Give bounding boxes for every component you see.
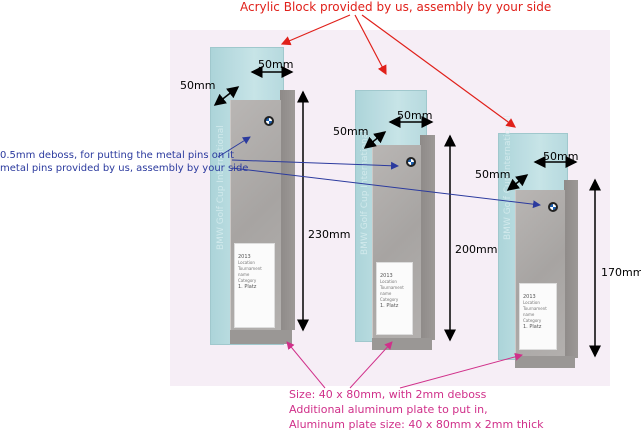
- acrylic-note: Acrylic Block provided by us, assembly b…: [240, 0, 552, 14]
- depth-label: 50mm: [475, 168, 511, 181]
- bmw-logo-icon: [548, 202, 558, 212]
- name-plate: 2013 Location Tournament name Category 1…: [519, 283, 557, 350]
- pink-arrows: [286, 341, 523, 389]
- dimension-arrows: [213, 66, 601, 358]
- red-arrows: [280, 14, 516, 128]
- height-label: 230mm: [308, 228, 351, 241]
- plate-line: Location: [380, 279, 397, 284]
- width-label: 50mm: [543, 150, 579, 163]
- metal-side: [564, 180, 578, 358]
- plate-rank: 1. Platz: [523, 324, 542, 330]
- name-plate: 2013 Location Tournament name Category 1…: [234, 243, 275, 328]
- plate-year: 2013: [523, 294, 536, 300]
- height-label: 170mm: [601, 266, 641, 279]
- plate-notes: Size: 40 x 80mm, with 2mm deboss Additio…: [289, 387, 543, 432]
- plate-line: Location: [238, 260, 255, 265]
- aluminum-size-note: Aluminum plate size: 40 x 80mm x 2mm thi…: [289, 418, 544, 431]
- plate-year: 2013: [380, 273, 393, 279]
- depth-label: 50mm: [333, 125, 369, 138]
- depth-label: 50mm: [180, 79, 216, 92]
- plate-rank: 1. Platz: [380, 303, 399, 309]
- width-label: 50mm: [258, 58, 294, 71]
- plate-rank: 1. Platz: [238, 284, 257, 290]
- blue-arrows: [217, 136, 541, 209]
- pins-note: metal pins provided by us, assembly by y…: [0, 163, 249, 174]
- plate-line: Location: [523, 300, 540, 305]
- plate-line: Category: [523, 318, 542, 323]
- bmw-logo-icon: [406, 157, 416, 167]
- width-label: 50mm: [397, 109, 433, 122]
- extra-plate-note: Additional aluminum plate to put in,: [289, 403, 488, 416]
- base: [515, 356, 575, 368]
- metal-side: [420, 135, 435, 340]
- name-plate: 2013 Location Tournament name Category 1…: [376, 262, 413, 335]
- plate-line: Category: [238, 278, 257, 283]
- plate-line: Tournament name: [523, 306, 547, 317]
- metal-side: [280, 90, 295, 330]
- deboss-note: 0.5mm deboss, for putting the metal pins…: [0, 150, 235, 161]
- plate-size-note: Size: 40 x 80mm, with 2mm deboss: [289, 388, 487, 401]
- plate-line: Tournament name: [238, 266, 262, 277]
- height-label: 200mm: [455, 243, 498, 256]
- plate-year: 2013: [238, 254, 251, 260]
- bmw-logo-icon: [264, 116, 274, 126]
- plate-line: Category: [380, 297, 399, 302]
- plate-line: Tournament name: [380, 285, 404, 296]
- base: [230, 330, 292, 344]
